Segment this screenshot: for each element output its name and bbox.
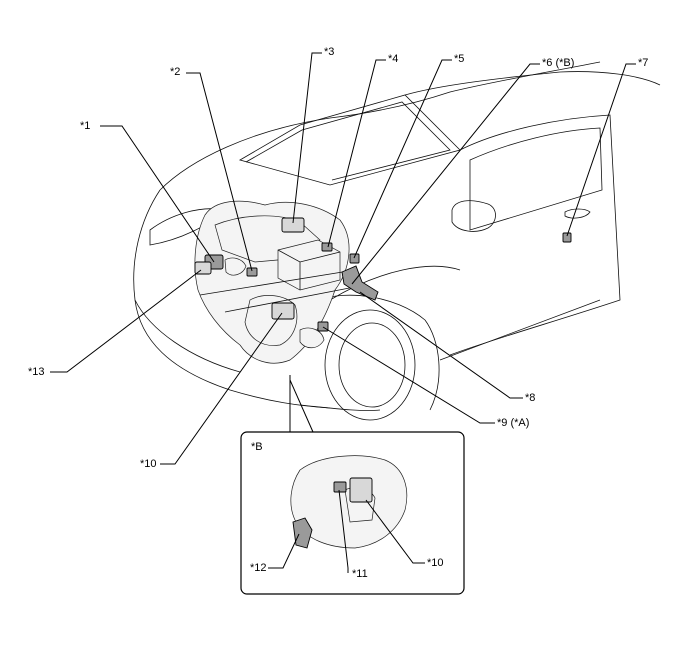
inset-title: *B <box>251 441 263 453</box>
vehicle-outline <box>133 61 661 421</box>
callout-10: *10 <box>140 458 157 470</box>
leader-lines <box>50 52 636 465</box>
callout-5: *5 <box>454 53 465 65</box>
part-4 <box>321 242 333 252</box>
part-3 <box>281 217 305 233</box>
inset-part-10 <box>349 477 373 503</box>
callout-2: *2 <box>170 66 181 78</box>
part-6 <box>341 265 379 301</box>
inset-part-11 <box>333 481 347 493</box>
battery <box>277 239 341 291</box>
inset-callout-12: *12 <box>250 562 267 574</box>
callout-6: *6 (*B) <box>542 57 575 69</box>
callout-4: *4 <box>388 53 399 65</box>
callout-7: *7 <box>638 57 649 69</box>
part-2 <box>246 267 258 277</box>
inset-callout-11: *11 <box>352 568 368 580</box>
inset-callout-10: *10 <box>427 557 444 569</box>
callout-8: *8 <box>525 392 536 404</box>
callout-13: *13 <box>28 366 45 378</box>
part-10 <box>271 302 295 320</box>
inset-box-b <box>240 431 465 595</box>
callout-1: *1 <box>80 120 91 132</box>
callout-9: *9 (*A) <box>497 417 530 429</box>
part-5 <box>349 253 360 264</box>
callout-3: *3 <box>324 46 335 58</box>
subframe <box>199 269 366 313</box>
part-7 <box>562 232 572 243</box>
